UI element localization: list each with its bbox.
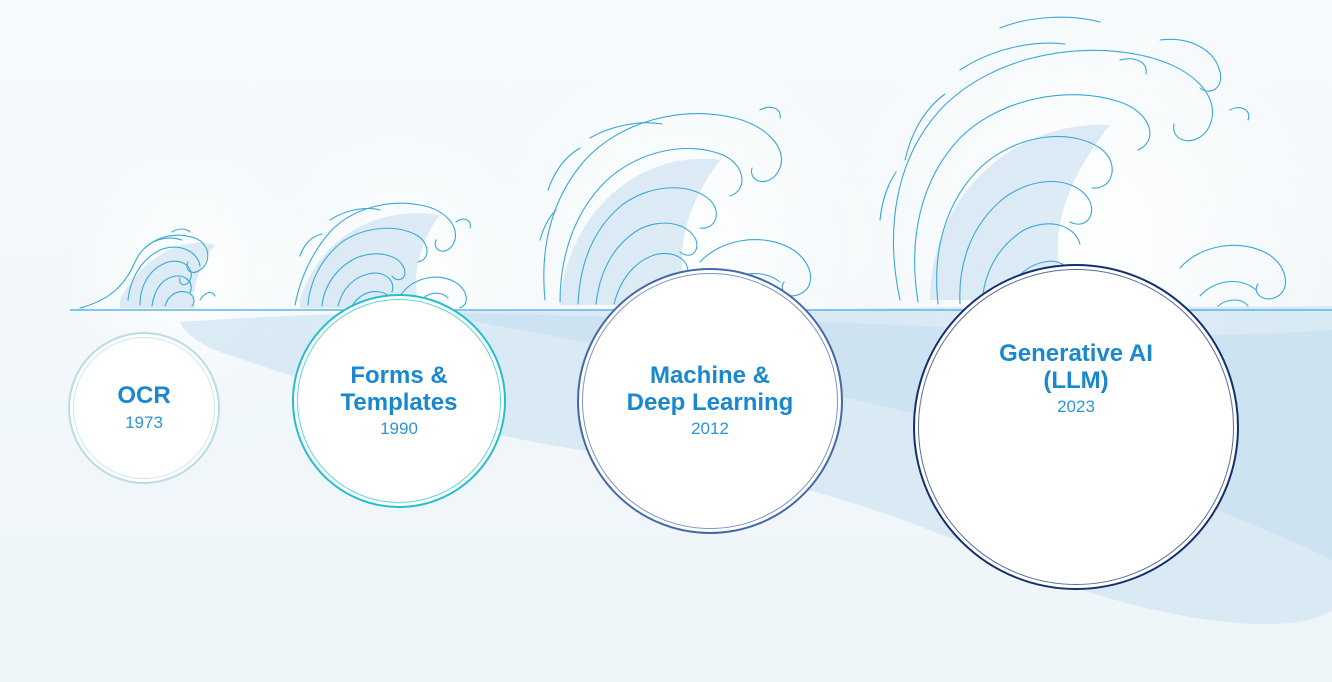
era-year: 1990 (380, 419, 418, 439)
era-circle-genai: Generative AI (LLM) 2023 (913, 264, 1239, 590)
wave-shadows (120, 124, 1110, 308)
era-year: 2012 (691, 419, 729, 439)
era-title: Forms & Templates (340, 361, 458, 416)
era-circle-ocr: OCR 1973 (68, 332, 220, 484)
era-title: OCR (117, 382, 171, 410)
era-title: Generative AI (LLM) (999, 339, 1153, 394)
era-title: Machine & Deep Learning (626, 361, 794, 416)
wave-genai (879, 16, 1287, 307)
era-year: 2023 (1057, 397, 1095, 417)
wave-ocr (79, 228, 216, 309)
era-circle-ml: Machine & Deep Learning 2012 (577, 268, 843, 534)
era-year: 1973 (125, 412, 163, 432)
era-circle-forms: Forms & Templates 1990 (292, 294, 506, 508)
